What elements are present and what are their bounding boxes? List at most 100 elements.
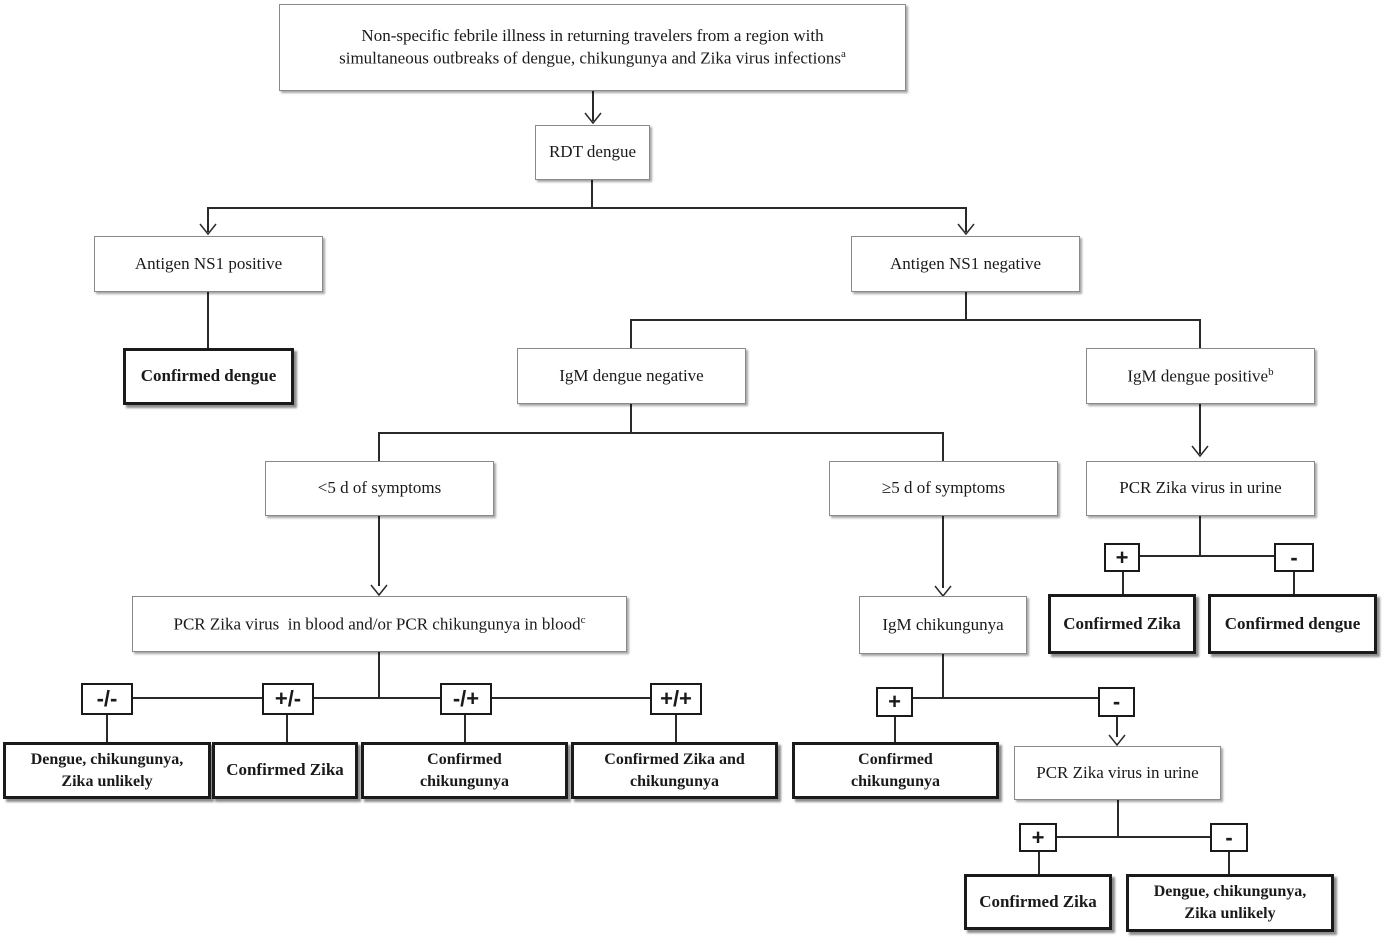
confirmed-zika-result-2: Confirmed Zika (212, 742, 358, 799)
igm-positive-text: IgM dengue positive (1127, 366, 1269, 386)
rdt-dengue-label: RDT dengue (548, 142, 637, 162)
confirmed-chik-1-line2: chikungunya (420, 772, 509, 790)
rdt-dengue-node: RDT dengue (535, 125, 650, 180)
connector (894, 717, 896, 742)
footnote-b: b (1268, 365, 1274, 378)
tag-plus-urine-2: + (1019, 823, 1057, 852)
connector (133, 697, 651, 699)
confirmed-dengue-label: Confirmed dengue (140, 366, 277, 386)
ge5-days-label: ≥5 d of symptoms (881, 478, 1006, 498)
confirmed-zika-result-3: Confirmed Zika (964, 874, 1112, 930)
pcr-urine-node-1: PCR Zika virus in urine (1086, 461, 1315, 516)
tag-plus-igm-chik: + (876, 687, 913, 717)
pcr-urine-label-2: PCR Zika virus in urine (1036, 762, 1199, 782)
connector (378, 432, 380, 461)
connector (207, 207, 967, 209)
connector (630, 319, 1201, 321)
unlikely-result-2: Dengue, chikungunya, Zika unlikely (1126, 874, 1334, 932)
connector (464, 715, 466, 742)
connector (1122, 572, 1124, 594)
confirmed-zika-label-3: Confirmed Zika (979, 891, 1097, 911)
connector (1116, 717, 1118, 737)
connector (965, 292, 967, 320)
zika-and-chik-line2: chikungunya (630, 772, 719, 790)
unlikely-1-line1: Dengue, chikungunya, (30, 750, 184, 768)
connector (675, 715, 677, 742)
connector (207, 207, 209, 232)
connector (1117, 800, 1119, 837)
connector (592, 91, 594, 121)
igm-chikungunya-node: IgM chikungunya (859, 596, 1027, 654)
confirmed-chikungunya-result-1: Confirmed chikungunya (361, 742, 568, 799)
ge5-days-node: ≥5 d of symptoms (829, 461, 1058, 516)
footnote-c: c (580, 613, 586, 626)
connector (1228, 852, 1230, 874)
connector (1199, 516, 1201, 556)
confirmed-chik-1-line1: Confirmed (427, 750, 502, 768)
confirmed-zika-label-2: Confirmed Zika (226, 760, 344, 780)
connector (207, 292, 209, 348)
connector (942, 516, 944, 588)
connector (1199, 404, 1201, 454)
connector (378, 516, 380, 586)
confirmed-chik-2-line2: chikungunya (851, 772, 940, 790)
connector (1293, 572, 1295, 594)
tag-negative-positive: -/+ (440, 683, 492, 715)
lt5-days-node: <5 d of symptoms (265, 461, 494, 516)
pcr-urine-label-1: PCR Zika virus in urine (1119, 478, 1282, 498)
root-text-line1: Non-specific febrile illness in returnin… (361, 26, 824, 46)
connector (378, 432, 944, 434)
connector (286, 715, 288, 742)
pcr-blood-node: PCR Zika virus in blood and/or PCR chiku… (132, 596, 627, 652)
connector (942, 432, 944, 461)
confirmed-chik-2-line1: Confirmed (858, 750, 933, 768)
igm-positive-label: IgM dengue positiveb (1127, 365, 1273, 388)
ns1-negative-node: Antigen NS1 negative (851, 236, 1080, 292)
confirmed-zika-label-1: Confirmed Zika (1063, 613, 1181, 633)
pcr-blood-text: PCR Zika virus in blood and/or PCR chiku… (173, 614, 581, 634)
connector (378, 652, 380, 698)
arrowhead (370, 584, 388, 597)
connector (630, 319, 632, 348)
unlikely-2-line1: Dengue, chikungunya, (1153, 883, 1307, 901)
igm-positive-node: IgM dengue positiveb (1086, 348, 1315, 404)
ns1-positive-node: Antigen NS1 positive (94, 236, 323, 292)
lt5-days-label: <5 d of symptoms (317, 478, 442, 498)
unlikely-2-line2: Zika unlikely (1184, 905, 1276, 922)
connector (942, 654, 944, 698)
tag-positive-positive: +/+ (650, 683, 702, 715)
connector (965, 207, 967, 232)
connector (106, 715, 108, 742)
confirmed-dengue-label-2: Confirmed dengue (1224, 613, 1361, 633)
confirmed-zika-and-chikungunya-result: Confirmed Zika and chikungunya (571, 742, 778, 799)
footnote-a: a (840, 48, 846, 61)
root-text-line2-main: simultaneous outbreaks of dengue, chikun… (339, 48, 841, 68)
confirmed-dengue-result: Confirmed dengue (123, 348, 294, 405)
pcr-blood-label: PCR Zika virus in blood and/or PCR chiku… (174, 613, 586, 636)
connector (1038, 852, 1040, 874)
connector (630, 404, 632, 433)
connector (1140, 555, 1274, 557)
ns1-positive-label: Antigen NS1 positive (134, 253, 283, 273)
root-text-line2: simultaneous outbreaks of dengue, chikun… (339, 47, 846, 70)
unlikely-result-1: Dengue, chikungunya, Zika unlikely (3, 742, 211, 799)
igm-chikungunya-label: IgM chikungunya (882, 614, 1004, 634)
connector (913, 697, 1098, 699)
tag-minus-urine-2: - (1210, 823, 1248, 852)
unlikely-1-line2: Zika unlikely (61, 772, 153, 790)
confirmed-chikungunya-result-2: Confirmed chikungunya (792, 742, 999, 799)
tag-minus-igm-chik: - (1098, 687, 1135, 717)
igm-negative-label: IgM dengue negative (559, 365, 704, 385)
connector (1057, 836, 1210, 838)
tag-minus-urine-1: - (1274, 543, 1314, 572)
pcr-urine-node-2: PCR Zika virus in urine (1014, 746, 1221, 800)
ns1-negative-label: Antigen NS1 negative (889, 253, 1042, 273)
igm-negative-node: IgM dengue negative (517, 348, 746, 404)
confirmed-dengue-result-2: Confirmed dengue (1208, 594, 1377, 654)
confirmed-zika-result-1: Confirmed Zika (1048, 594, 1196, 654)
connector (591, 180, 593, 208)
connector (1199, 319, 1201, 348)
tag-plus-urine-1: + (1104, 543, 1140, 572)
tag-positive-negative: +/- (262, 683, 314, 715)
